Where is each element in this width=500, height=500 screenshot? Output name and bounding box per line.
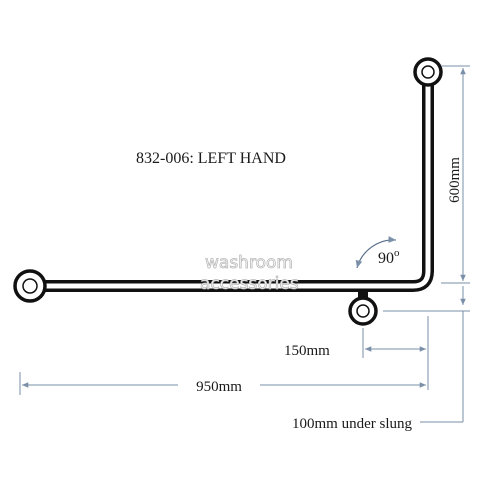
offset-label: 150mm — [284, 343, 330, 359]
grab-rail — [33, 72, 434, 292]
angle-label: 90o — [378, 247, 400, 267]
length-label: 950mm — [196, 379, 242, 395]
top-flange — [413, 57, 443, 87]
left-flange — [13, 269, 47, 303]
height-dimension — [441, 65, 470, 284]
watermark-line-1: washroom — [205, 253, 293, 273]
length-label-backing — [178, 374, 260, 396]
degree-mark: o — [394, 247, 400, 259]
height-label: 600mm — [447, 157, 463, 203]
model-title: 832-006: LEFT HAND — [136, 150, 286, 167]
underslung-support — [348, 289, 378, 326]
angle-arc — [355, 236, 397, 269]
offset-dimension — [362, 316, 429, 390]
angle-value: 90 — [378, 250, 394, 267]
underslung-label: 100mm under slung — [292, 416, 412, 432]
underslung-dimension — [383, 286, 470, 423]
watermark-line-2: accessories — [200, 274, 299, 294]
